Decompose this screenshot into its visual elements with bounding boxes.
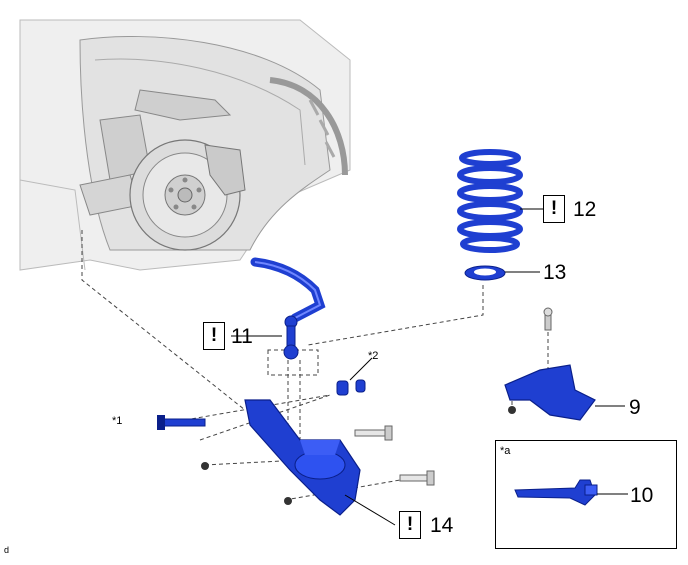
callout-9: 9 bbox=[629, 396, 641, 419]
bracket bbox=[504, 307, 596, 421]
corner-mark: d bbox=[4, 545, 10, 555]
lower-arm bbox=[244, 399, 361, 516]
height-sensor bbox=[514, 479, 598, 506]
arm-bolts bbox=[201, 425, 435, 505]
warning-box-14: ! bbox=[399, 511, 421, 539]
brake-disc bbox=[129, 139, 246, 251]
callout-14: 14 bbox=[430, 514, 454, 537]
bushing bbox=[336, 379, 366, 396]
callout-leaders bbox=[231, 208, 628, 526]
suspension-assembly bbox=[79, 89, 232, 216]
inset-frame bbox=[495, 440, 677, 549]
coil-spring bbox=[457, 149, 523, 253]
callout-13: 13 bbox=[543, 261, 567, 284]
warning-box-11: ! bbox=[203, 322, 225, 350]
note-star-a: *a bbox=[500, 445, 511, 457]
note-star2: *2 bbox=[368, 350, 379, 362]
callout-11: 11 bbox=[231, 325, 253, 348]
cam-bolt bbox=[157, 415, 206, 430]
callout-10: 10 bbox=[630, 484, 654, 507]
note-star1: *1 bbox=[112, 415, 123, 427]
spring-insulator bbox=[464, 265, 506, 281]
stabilizer-link bbox=[283, 315, 299, 360]
warning-box-12: ! bbox=[543, 195, 565, 223]
callout-12: 12 bbox=[573, 198, 597, 221]
stabilizer-bar bbox=[250, 257, 326, 323]
fender-liner bbox=[269, 77, 348, 176]
